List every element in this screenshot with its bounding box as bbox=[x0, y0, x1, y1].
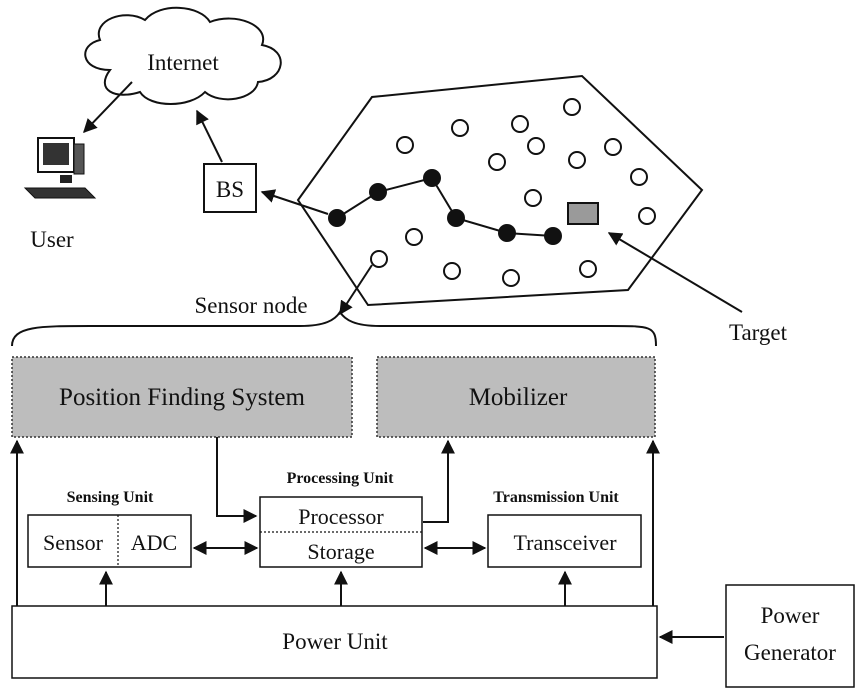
processor-label: Processor bbox=[298, 504, 384, 529]
routing-node[interactable] bbox=[447, 209, 465, 227]
power-unit-label: Power Unit bbox=[282, 629, 388, 654]
cloud-icon bbox=[84, 6, 282, 105]
target-label: Target bbox=[729, 320, 788, 345]
sensor-node[interactable] bbox=[630, 168, 648, 186]
path-to-bs-arrow bbox=[260, 189, 329, 215]
sensor-node[interactable] bbox=[563, 98, 581, 116]
sensor-node[interactable] bbox=[443, 262, 461, 280]
sensor-node[interactable] bbox=[488, 153, 506, 171]
position-finding-system-label: Position Finding System bbox=[59, 384, 305, 411]
sensor-label: Sensor bbox=[43, 530, 104, 555]
sensor-node[interactable] bbox=[638, 207, 656, 225]
sensor-nodes bbox=[370, 98, 656, 287]
position-finding-system-block[interactable] bbox=[11, 356, 353, 438]
routing-node[interactable] bbox=[423, 169, 441, 187]
processor-to-mobilizer-arrow bbox=[423, 439, 455, 523]
sensing-unit-heading: Sensing Unit bbox=[67, 489, 154, 506]
routing-nodes bbox=[328, 169, 562, 245]
power-generator-box[interactable] bbox=[725, 584, 855, 688]
sensor-node-callout-arrow bbox=[339, 264, 373, 316]
internet-to-user-arrow bbox=[83, 81, 133, 134]
sensor-node[interactable] bbox=[568, 151, 586, 169]
bs-to-internet-arrow bbox=[196, 109, 223, 163]
power-generator-label-line1: Power bbox=[761, 603, 820, 628]
storage-label: Storage bbox=[307, 539, 374, 564]
mobilizer-label: Mobilizer bbox=[469, 384, 568, 411]
sensor-node[interactable] bbox=[579, 260, 597, 278]
bs-box[interactable] bbox=[203, 163, 257, 213]
routing-node[interactable] bbox=[498, 224, 516, 242]
sensor-node[interactable] bbox=[604, 138, 622, 156]
power-generator-label-line2: Generator bbox=[744, 640, 836, 665]
transmission-unit-heading: Transmission Unit bbox=[493, 489, 619, 506]
sensor-node-label: Sensor node bbox=[194, 293, 307, 318]
target-arrow bbox=[607, 232, 743, 313]
routing-node[interactable] bbox=[544, 227, 562, 245]
sensor-field bbox=[296, 74, 704, 307]
adc-label: ADC bbox=[131, 530, 177, 555]
internet-label: Internet bbox=[147, 50, 219, 75]
routing-node[interactable] bbox=[328, 209, 346, 227]
sensor-node[interactable] bbox=[527, 137, 545, 155]
target-marker[interactable] bbox=[567, 202, 599, 225]
computer-icon[interactable] bbox=[23, 137, 97, 199]
power-unit-box[interactable] bbox=[11, 605, 658, 679]
sensor-node-brace bbox=[11, 310, 657, 347]
processing-unit-heading: Processing Unit bbox=[287, 470, 394, 487]
connection-arrows bbox=[10, 437, 724, 644]
user-label: User bbox=[30, 227, 74, 252]
routing-node[interactable] bbox=[369, 183, 387, 201]
bs-label: BS bbox=[216, 177, 244, 202]
sensor-node[interactable] bbox=[502, 269, 520, 287]
transmission-unit-box[interactable] bbox=[487, 514, 642, 568]
sensing-unit-box[interactable] bbox=[27, 514, 192, 568]
sensor-node[interactable] bbox=[451, 119, 469, 137]
position-to-processor-arrow bbox=[216, 437, 258, 523]
mobilizer-block[interactable] bbox=[376, 356, 656, 438]
sensor-node[interactable] bbox=[370, 250, 388, 268]
sensor-node[interactable] bbox=[396, 136, 414, 154]
sensor-node[interactable] bbox=[405, 228, 423, 246]
transceiver-label: Transceiver bbox=[513, 530, 617, 555]
sensor-node[interactable] bbox=[511, 115, 529, 133]
sensor-node[interactable] bbox=[524, 189, 542, 207]
